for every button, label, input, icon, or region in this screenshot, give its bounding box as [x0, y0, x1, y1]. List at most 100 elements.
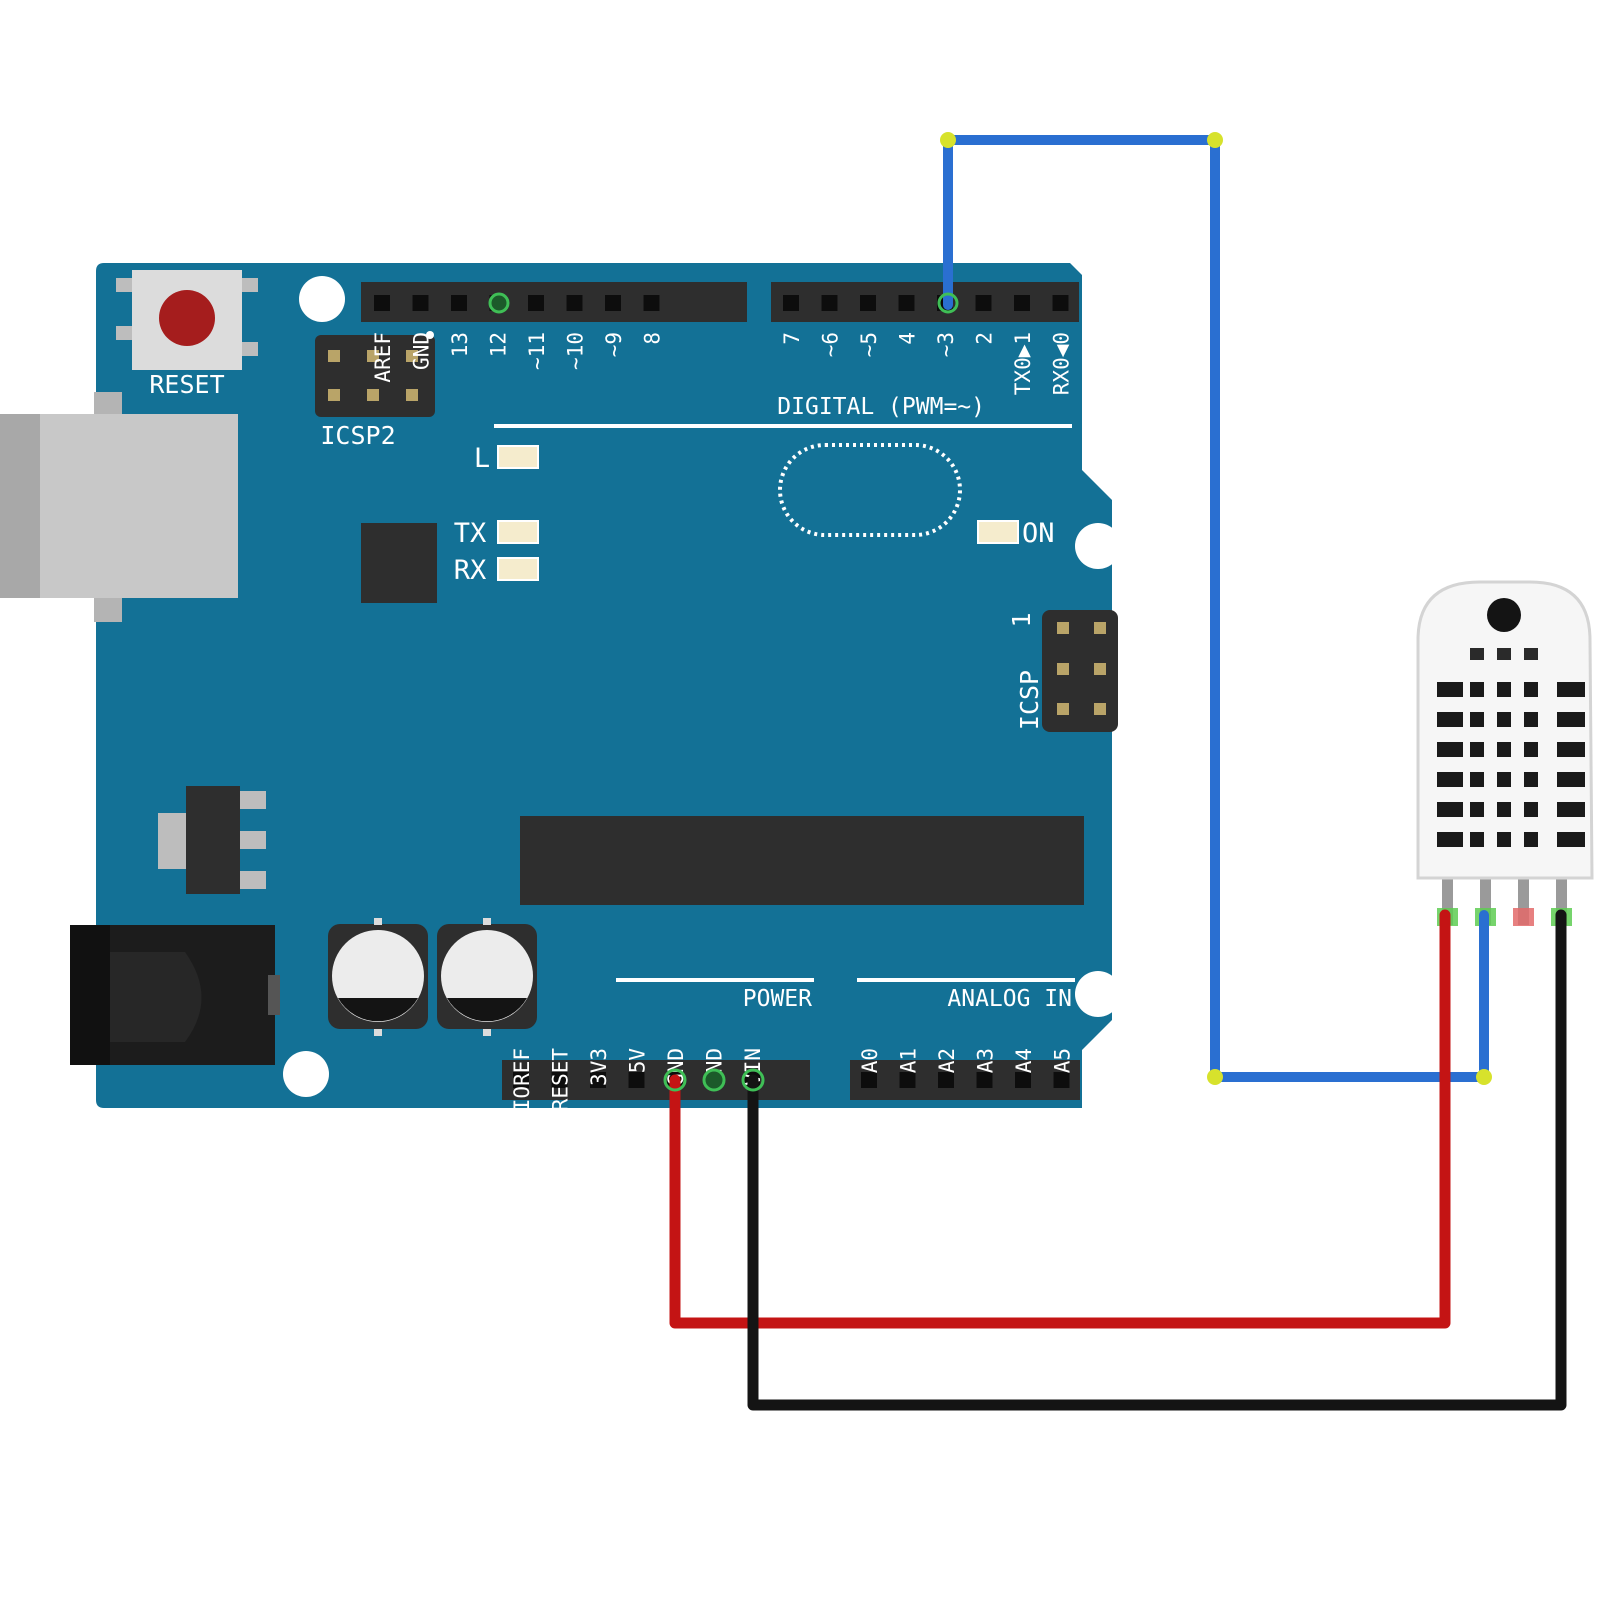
pin-label: 7 — [780, 332, 804, 345]
pin-label: A4 — [1012, 1048, 1036, 1073]
digital-label: DIGITAL (PWM=~) — [777, 394, 985, 420]
header-pin[interactable] — [975, 295, 992, 311]
digital-header-right — [771, 282, 1079, 322]
vent-slot — [1470, 742, 1484, 757]
vent-slot — [1437, 682, 1463, 697]
reset-button-cap[interactable] — [159, 290, 215, 346]
pin-label: 4 — [896, 332, 920, 345]
vent-slot — [1557, 742, 1585, 757]
sensor-pin-gnd[interactable] — [1556, 875, 1567, 925]
vent-slot — [1524, 682, 1538, 697]
pin-label: 13 — [448, 332, 472, 357]
led-on-label: ON — [1022, 518, 1055, 549]
power-label: POWER — [743, 986, 812, 1012]
header-pin[interactable] — [374, 295, 390, 311]
vent-slot — [1497, 772, 1511, 787]
header-pin[interactable] — [821, 295, 838, 311]
wire-bendpoint[interactable] — [1207, 132, 1223, 148]
header-pin[interactable] — [938, 1072, 954, 1088]
header-pin[interactable] — [628, 1072, 645, 1088]
wire-data[interactable] — [943, 135, 1489, 1082]
crystal-oscillator — [778, 443, 962, 537]
header-pin[interactable] — [412, 295, 429, 311]
wire-bendpoint[interactable] — [940, 132, 956, 148]
icsp-header — [1042, 610, 1118, 732]
pin-label: 2 — [973, 332, 997, 345]
header-pin[interactable] — [1052, 295, 1069, 311]
vent-slot — [1524, 832, 1538, 847]
wire-ground[interactable] — [747, 909, 1567, 1411]
header-pin[interactable] — [898, 295, 915, 311]
header-pin[interactable] — [551, 1072, 568, 1088]
vent-slot — [1524, 802, 1538, 817]
sensor-pin-nc[interactable] — [1518, 875, 1529, 925]
sensor-pad-nc — [1513, 908, 1534, 926]
sensor-pin-vcc[interactable] — [1442, 875, 1453, 925]
led-rx — [497, 557, 539, 581]
wire-bendpoint[interactable] — [1476, 1069, 1492, 1085]
header-pin[interactable] — [643, 295, 660, 311]
vent-slot — [1524, 772, 1538, 787]
pin-label: 8 — [641, 332, 665, 345]
header-pin[interactable] — [513, 1072, 529, 1088]
header-pin[interactable] — [451, 295, 467, 311]
header-pin[interactable] — [605, 295, 621, 311]
led-l-label: L — [474, 443, 490, 474]
mounting-hole — [283, 1051, 329, 1097]
header-pin[interactable] — [528, 295, 544, 311]
voltage-regulator — [158, 786, 266, 894]
led-l — [497, 445, 539, 469]
led-tx-label: TX — [454, 518, 487, 549]
sensor-mount-hole — [1487, 598, 1521, 632]
header-pin[interactable] — [861, 1072, 877, 1088]
vent-slot — [1470, 772, 1484, 787]
led-on — [977, 520, 1019, 544]
pin-label: A5 — [1051, 1048, 1075, 1073]
icsp-label: ICSP — [1015, 670, 1044, 730]
header-pin[interactable] — [590, 1072, 606, 1088]
wire-power[interactable] — [669, 909, 1451, 1329]
analog-silk-line — [857, 978, 1075, 982]
header-pin[interactable] — [976, 1072, 993, 1088]
vent-slot — [1470, 682, 1484, 697]
icsp2-header — [315, 331, 435, 417]
pin-label: ~10 — [564, 332, 588, 370]
vent-slot — [1437, 742, 1463, 757]
pin-label: RESET — [549, 1048, 573, 1112]
vent-slot — [1470, 802, 1484, 817]
pin-label: 5V — [626, 1048, 650, 1074]
pin-label: A2 — [935, 1048, 959, 1073]
icsp2-label: ICSP2 — [320, 421, 395, 450]
header-pin[interactable] — [860, 295, 876, 311]
analog-label: ANALOG IN — [947, 986, 1072, 1012]
mounting-hole — [1075, 971, 1121, 1017]
usb-connector[interactable] — [0, 392, 238, 622]
header-pin[interactable] — [899, 1072, 916, 1088]
header-pin[interactable] — [566, 295, 583, 311]
pin-label: AREF — [371, 332, 395, 383]
wire-bendpoint[interactable] — [1207, 1069, 1223, 1085]
pin-label: ~3 — [934, 332, 958, 357]
reset-button[interactable] — [116, 270, 258, 370]
pin-label: ~6 — [819, 332, 843, 357]
vent-slot — [1437, 802, 1463, 817]
header-pin[interactable] — [1014, 295, 1030, 311]
pin-connection-5v — [663, 1068, 687, 1092]
header-pin[interactable] — [1015, 1072, 1031, 1088]
header-pin[interactable] — [783, 295, 799, 311]
dc-barrel-jack[interactable] — [70, 925, 280, 1065]
capacitor — [437, 918, 537, 1036]
sensor-pin-data[interactable] — [1480, 875, 1491, 925]
vent-slot — [1497, 682, 1511, 697]
pin-connection-gnd-1 — [702, 1068, 726, 1092]
vent-slot — [1557, 712, 1585, 727]
vent-slot — [1470, 712, 1484, 727]
pin-connection-d3 — [937, 292, 959, 314]
vent-slot — [1497, 802, 1511, 817]
digital-header-left — [361, 282, 747, 322]
header-pin[interactable] — [1053, 1072, 1070, 1088]
vent-slot — [1497, 742, 1511, 757]
mounting-hole — [1075, 523, 1121, 569]
